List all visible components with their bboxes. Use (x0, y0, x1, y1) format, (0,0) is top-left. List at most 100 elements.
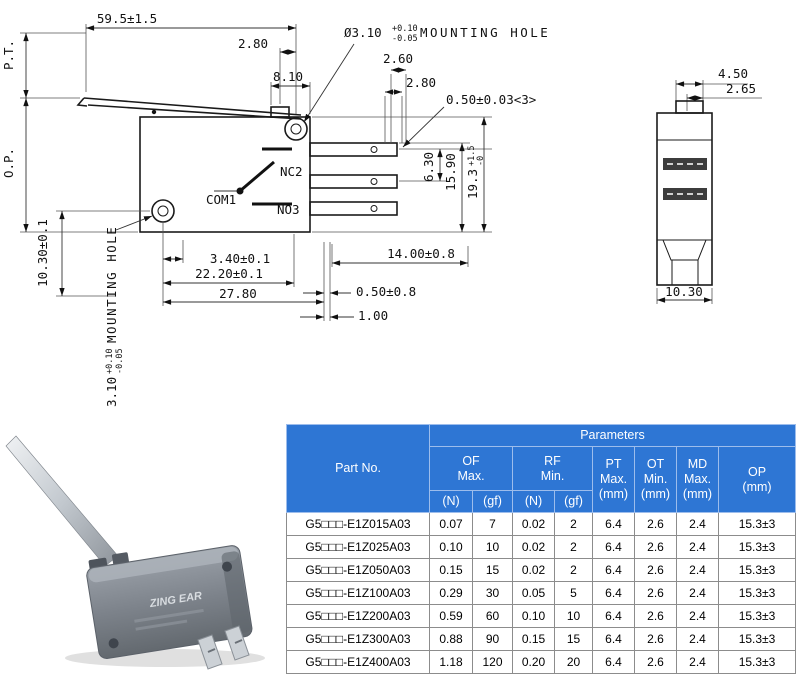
side-view (656, 100, 713, 286)
dim-2-80-right: 2.80 (406, 75, 436, 90)
main-view: NC2 COM1 NO3 (76, 97, 398, 233)
cell-md: 2.4 (676, 650, 719, 674)
cell-of-gf: 7 (472, 512, 513, 536)
mounting-hole-top-boss (284, 117, 308, 141)
cell-of-n: 0.29 (429, 581, 473, 605)
side-view-terminal-bar (663, 188, 707, 200)
cell-part-no: G5□□□-E1Z400A03 (286, 650, 430, 674)
cell-part-no: G5□□□-E1Z050A03 (286, 558, 430, 582)
dim-15-90: 15.90 (443, 153, 458, 191)
photo-mounting-hole (108, 638, 119, 649)
cell-of-gf: 15 (472, 558, 513, 582)
cell-md: 2.4 (676, 627, 719, 651)
header-pt-max: PT Max. (mm) (592, 446, 635, 513)
cell-rf-gf: 5 (554, 581, 593, 605)
side-hole-tol-plus: +0.10 (105, 348, 115, 374)
dim-0-50-03: 0.50±0.03<3> (446, 92, 536, 107)
dim-2-65: 2.65 (726, 81, 756, 96)
terminal-label-com: COM1 (206, 192, 236, 207)
dimension-labels: 59.5±1.5 2.80 8.10 Ø3.10 +0.10 -0.05 MOU… (1, 11, 756, 407)
contact-schematic (214, 147, 292, 206)
side-view-plunger (675, 100, 704, 114)
cell-of-n: 0.88 (429, 627, 473, 651)
dim-10-30-side: 10.30 (665, 284, 703, 299)
mounting-hole-bottom-boss (151, 199, 175, 223)
cell-pt: 6.4 (592, 604, 635, 628)
dim-10-30-left: 10.30±0.1 (35, 219, 50, 287)
cell-op: 15.3±3 (718, 581, 796, 605)
cell-part-no: G5□□□-E1Z300A03 (286, 627, 430, 651)
cell-op: 15.3±3 (718, 650, 796, 674)
cell-rf-n: 0.02 (512, 535, 555, 559)
photo-body-markings (134, 608, 204, 623)
hole-callout-dia: Ø3.10 (344, 25, 382, 40)
cell-of-gf: 10 (472, 535, 513, 559)
cell-pt: 6.4 (592, 535, 635, 559)
table-row: G5□□□-E1Z400A03 1.18 120 0.20 20 6.4 2.6… (286, 650, 796, 674)
lever-arm (76, 97, 302, 120)
photo-terminals (197, 625, 250, 670)
table-row: G5□□□-E1Z200A03 0.59 60 0.10 10 6.4 2.6 … (286, 604, 796, 628)
dim-0-50-8: 0.50±0.8 (356, 284, 416, 299)
cell-rf-n: 0.05 (512, 581, 555, 605)
dim-6-30: 6.30 (421, 152, 436, 182)
photo-mounting-hole (222, 561, 233, 572)
cell-rf-n: 0.10 (512, 604, 555, 628)
cell-rf-gf: 2 (554, 512, 593, 536)
cell-of-n: 0.07 (429, 512, 473, 536)
cell-ot: 2.6 (634, 650, 677, 674)
dim-19-3-tol-plus: +1.5 (467, 146, 477, 166)
dim-2-60: 2.60 (383, 51, 413, 66)
cell-rf-n: 0.02 (512, 558, 555, 582)
hole-callout-tol-plus: +0.10 (392, 24, 418, 34)
technical-drawing: NC2 COM1 NO3 (1, 11, 762, 407)
hole-callout-tol-minus: -0.05 (392, 34, 418, 44)
cell-md: 2.4 (676, 581, 719, 605)
terminal-label-nc: NC2 (280, 164, 303, 179)
dim-27-80: 27.80 (219, 286, 257, 301)
cell-md: 2.4 (676, 535, 719, 559)
cell-ot: 2.6 (634, 627, 677, 651)
terminals (309, 142, 398, 216)
mounting-hole-top (290, 123, 302, 135)
side-hole-text: MOUNTING HOLE (104, 226, 119, 343)
side-hole-dia: 3.10 (104, 377, 119, 407)
cell-ot: 2.6 (634, 581, 677, 605)
dimension-lines (23, 25, 762, 320)
cell-rf-n: 0.20 (512, 650, 555, 674)
cell-of-n: 0.15 (429, 558, 473, 582)
dim-2-80-top: 2.80 (238, 36, 268, 51)
cell-part-no: G5□□□-E1Z100A03 (286, 581, 430, 605)
cell-md: 2.4 (676, 558, 719, 582)
cell-pt: 6.4 (592, 512, 635, 536)
dim-lever-length: 59.5±1.5 (97, 11, 157, 26)
dim-op-axis: O.P. (1, 148, 16, 178)
cell-part-no: G5□□□-E1Z015A03 (286, 512, 430, 536)
cell-rf-n: 0.15 (512, 627, 555, 651)
cell-pt: 6.4 (592, 627, 635, 651)
cell-ot: 2.6 (634, 512, 677, 536)
product-photo: ZING EAR (5, 435, 265, 670)
photo-body-highlight (88, 546, 239, 583)
dim-4-50: 4.50 (718, 66, 748, 81)
photo-lever (5, 435, 119, 567)
cell-ot: 2.6 (634, 535, 677, 559)
cell-ot: 2.6 (634, 604, 677, 628)
header-unit-n: (N) (512, 490, 555, 513)
cell-md: 2.4 (676, 604, 719, 628)
cell-pt: 6.4 (592, 581, 635, 605)
table-body: G5□□□-E1Z015A03 0.07 7 0.02 2 6.4 2.6 2.… (286, 512, 796, 674)
header-op: OP (mm) (718, 446, 796, 513)
plunger (270, 106, 290, 118)
cell-of-n: 0.59 (429, 604, 473, 628)
cell-rf-n: 0.02 (512, 512, 555, 536)
dim-22-20: 22.20±0.1 (195, 266, 263, 281)
cell-of-n: 1.18 (429, 650, 473, 674)
cell-rf-gf: 2 (554, 535, 593, 559)
header-unit-gf: (gf) (472, 490, 513, 513)
cell-of-gf: 60 (472, 604, 513, 628)
extension-lines (20, 24, 713, 321)
dim-pt-axis: P.T. (1, 40, 16, 70)
cell-of-gf: 30 (472, 581, 513, 605)
dim-19-3: 19.3 (465, 169, 480, 199)
